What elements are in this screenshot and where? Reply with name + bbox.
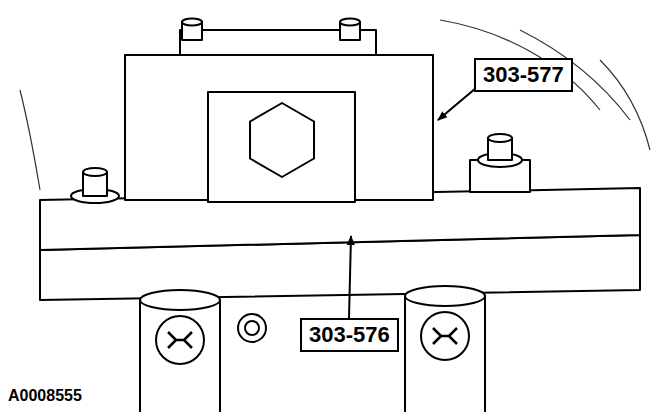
- callout-box: 303-576: [300, 318, 399, 352]
- leader-line: [438, 88, 476, 120]
- callout-box: 303-577: [474, 58, 573, 92]
- figure-id: A0008555: [8, 388, 82, 404]
- leader-line: [349, 236, 351, 318]
- part-number: 303-576: [309, 324, 390, 346]
- part-number: 303-577: [483, 64, 564, 86]
